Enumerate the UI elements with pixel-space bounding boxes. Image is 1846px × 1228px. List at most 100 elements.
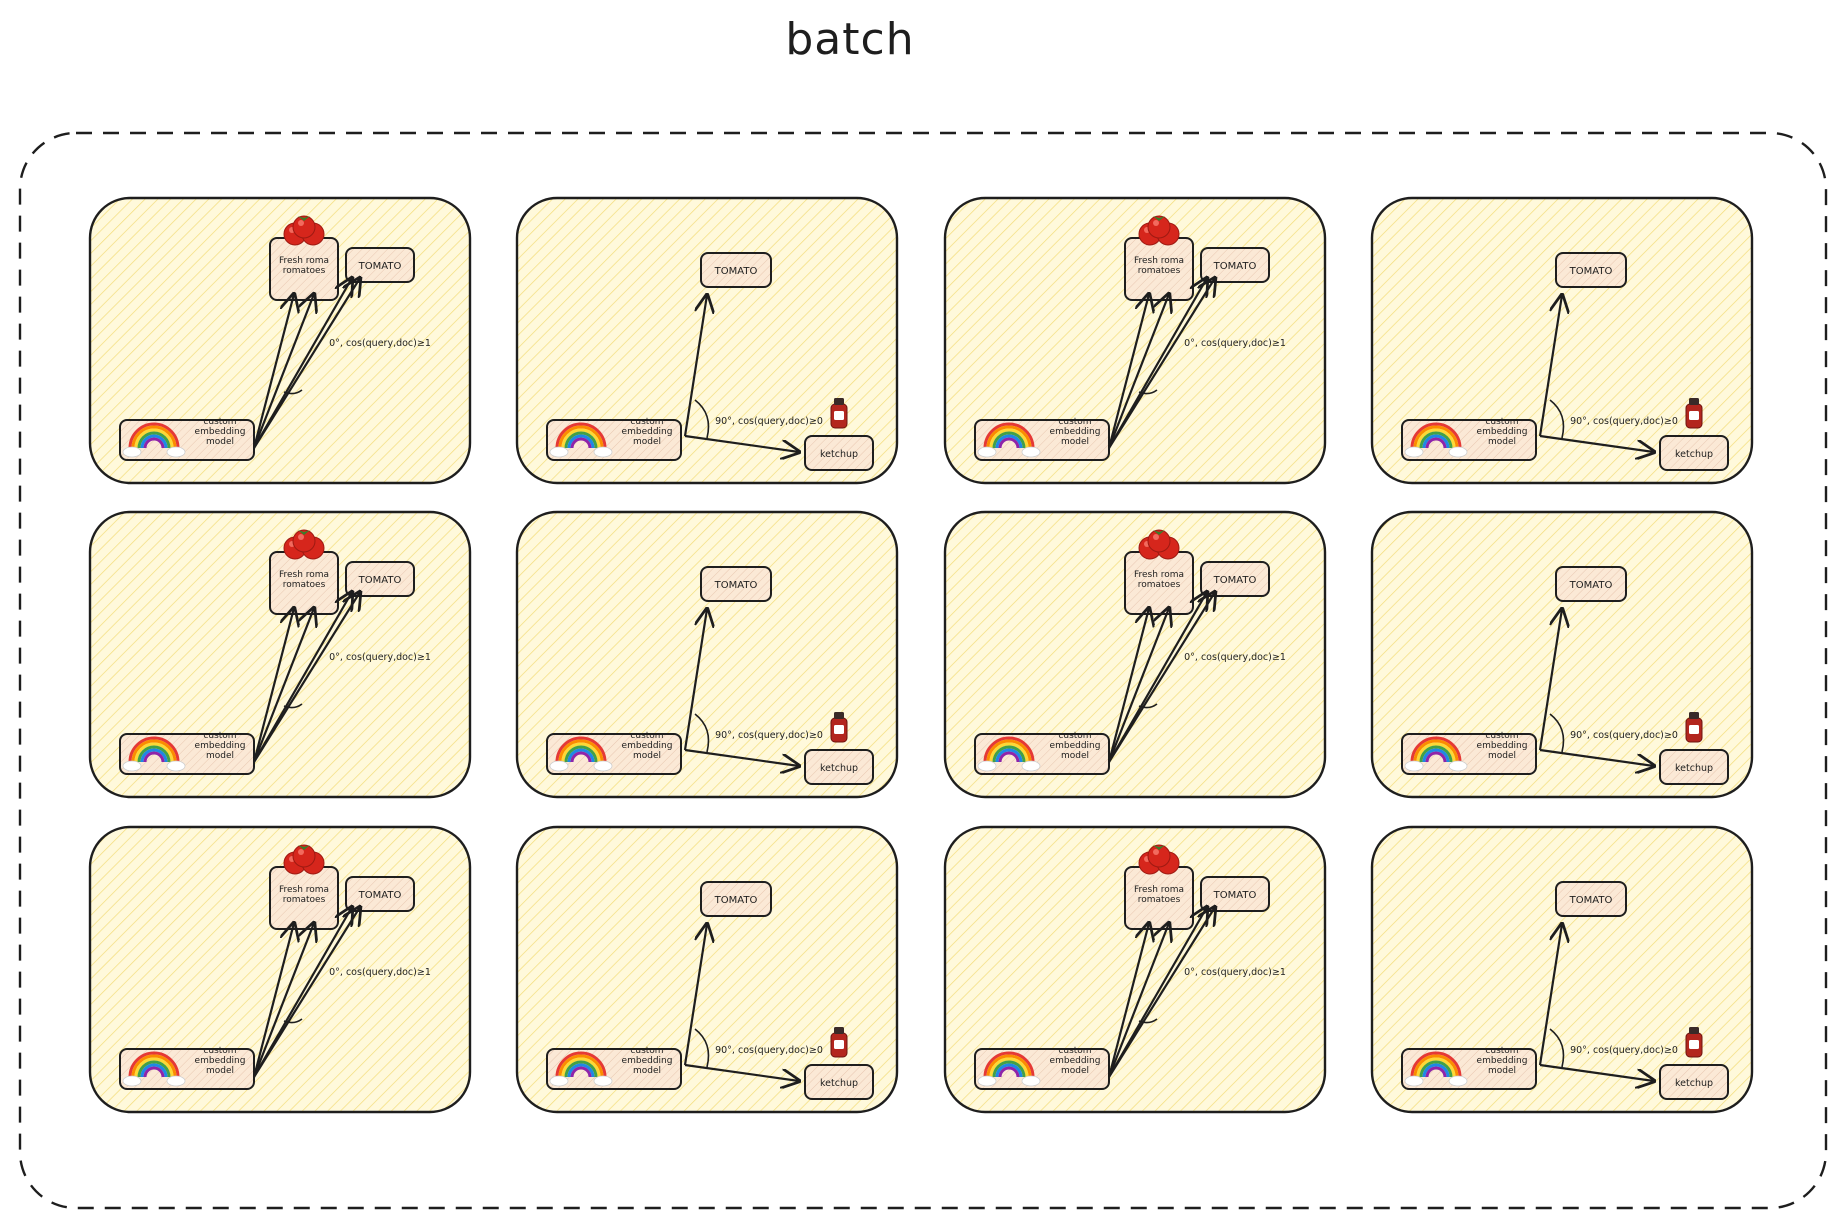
query-arrow [1538,609,1562,751]
doc-arrow [1108,907,1207,1078]
doc-label: ketchup [1675,449,1713,460]
angle-label: 90°, cos(query,doc)≥0 [1570,1045,1678,1056]
query-arrow [1107,294,1169,449]
rainbow-icon [122,736,186,772]
query-arrow [683,295,707,437]
doc-node [1659,749,1729,785]
query-node [345,561,415,597]
tomato-icon [1138,529,1180,560]
angle-label: 0°, cos(query,doc)≥1 [1184,967,1286,978]
rainbow-icon [977,422,1041,458]
angle-arc [1138,703,1158,709]
query-label: TOMATO [358,575,402,586]
ketchup-bottle-icon [830,712,848,743]
angle-arc [1549,713,1565,753]
query-arrow [1538,295,1562,437]
doc-label: ketchup [1675,763,1713,774]
query-node [1200,876,1270,912]
doc-arrow [1108,278,1215,449]
angle-label: 0°, cos(query,doc)≥1 [1184,652,1286,663]
query-node [345,876,415,912]
doc-arrow [1108,907,1215,1078]
query-arrow [1107,608,1149,763]
card-frame [515,825,899,1114]
doc-node [804,435,874,471]
angle-arc [1138,1018,1158,1024]
doc-arrow [253,907,352,1078]
query-arrow [252,294,314,449]
query-label: TOMATO [358,261,402,272]
tomato-icon [1138,215,1180,246]
angle-label: 90°, cos(query,doc)≥0 [715,730,823,741]
query-node [700,252,772,288]
query-label: TOMATO [1213,261,1257,272]
card-frame [515,196,899,485]
query-arrow [252,294,294,449]
doc-label: ketchup [820,449,858,460]
query-arrow [252,608,294,763]
query-node [1555,252,1627,288]
angle-label: 0°, cos(query,doc)≥1 [329,338,431,349]
doc-arrow [1539,748,1654,766]
card-frame [1370,510,1754,799]
tomato-icon [283,529,325,560]
angle-arc [283,389,303,395]
card-frame [1370,825,1754,1114]
doc-label: ketchup [820,1078,858,1089]
doc-arrow [684,748,799,766]
query-node [1200,247,1270,283]
doc-arrow [684,434,799,452]
angle-label: 0°, cos(query,doc)≥1 [1184,338,1286,349]
doc-arrow [253,278,352,449]
rainbow-icon [549,1051,613,1087]
query-label: TOMATO [1213,575,1257,586]
doc-node [804,1064,874,1100]
angle-arc [694,713,710,753]
query-arrow [252,923,294,1078]
query-label: TOMATO [1569,266,1613,277]
query-arrow [1538,924,1562,1066]
ketchup-bottle-icon [830,1027,848,1058]
rainbow-icon [122,422,186,458]
card-frame [515,510,899,799]
doc-arrow [253,907,360,1078]
query-label: TOMATO [714,895,758,906]
tomato-icon [283,215,325,246]
doc-arrow [1539,434,1654,452]
angle-label: 90°, cos(query,doc)≥0 [715,1045,823,1056]
tomato-icon [283,844,325,875]
query-arrow [683,924,707,1066]
angle-label: 90°, cos(query,doc)≥0 [1570,416,1678,427]
rainbow-icon [977,1051,1041,1087]
ketchup-bottle-icon [1685,712,1703,743]
doc-node [1659,1064,1729,1100]
rainbow-icon [977,736,1041,772]
doc-arrow [253,278,360,449]
batch-frame [18,131,1828,1210]
rainbow-icon [549,736,613,772]
doc-arrow [253,592,352,763]
query-label: TOMATO [1569,580,1613,591]
query-node [1200,561,1270,597]
